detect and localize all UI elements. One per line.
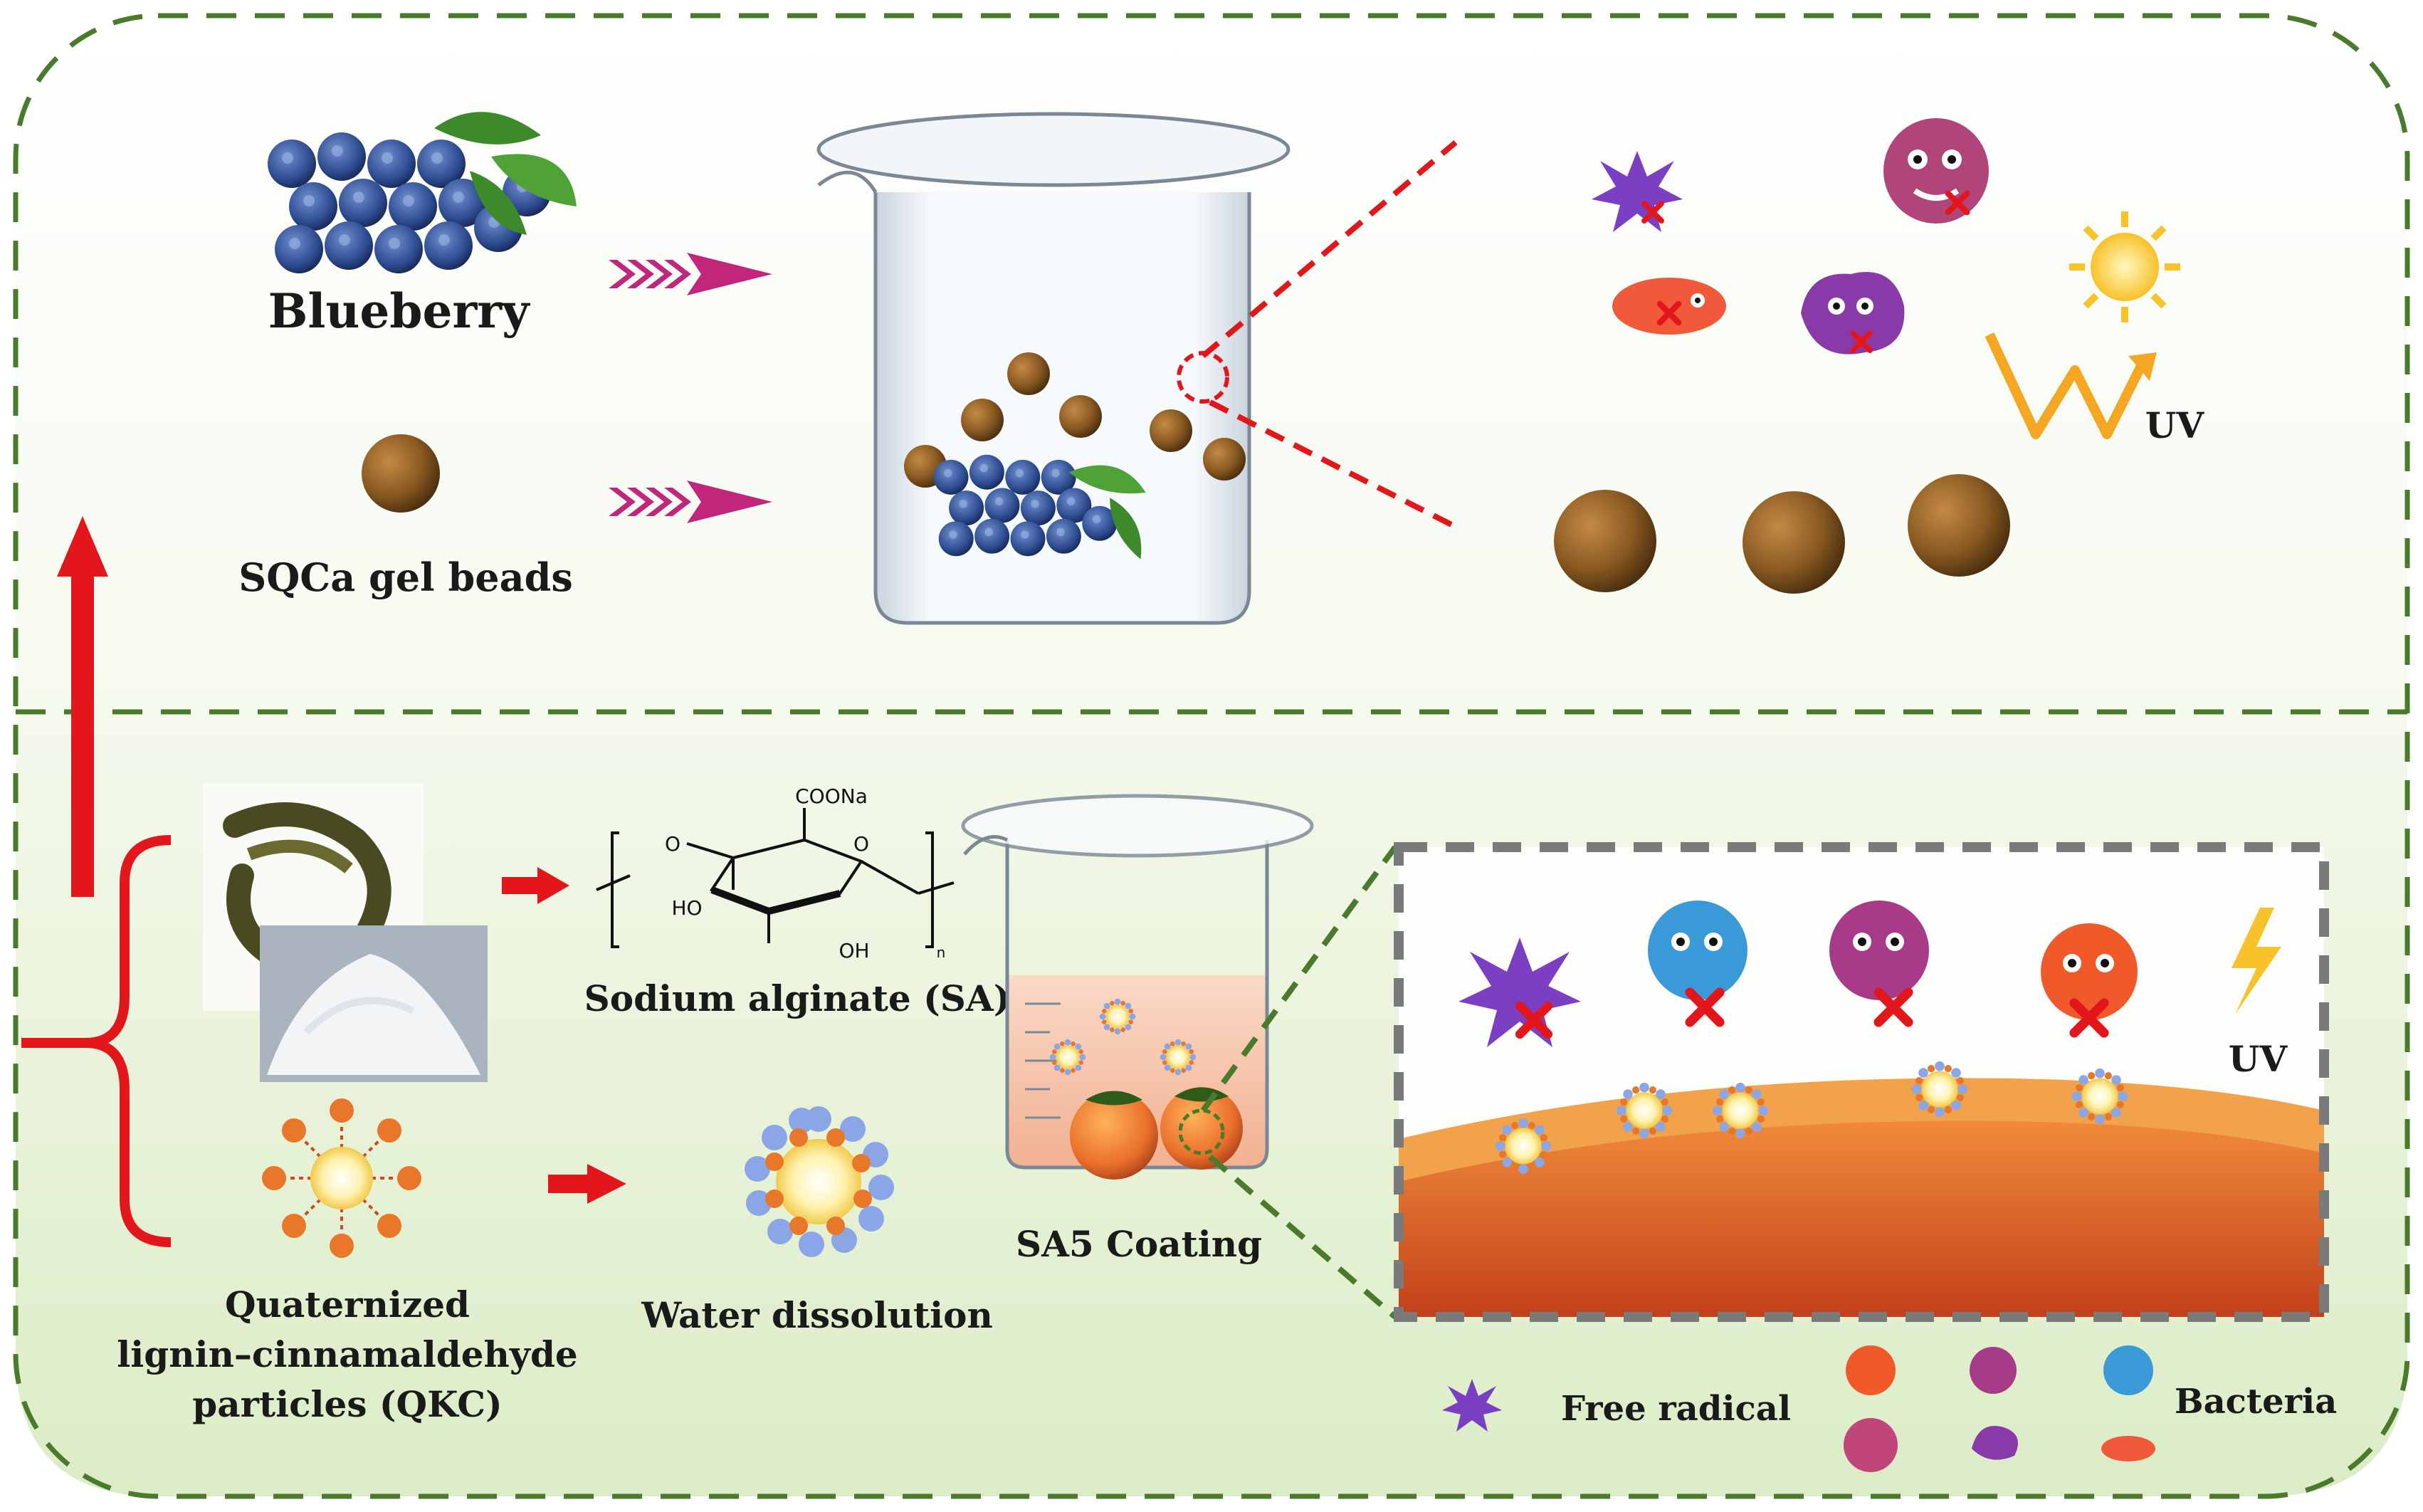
sa5-coating-label: SA5 Coating [1016,1223,1262,1265]
beaker-bottom-icon [961,794,1314,1180]
qkc-label-line3: particles (QKC) [192,1383,502,1425]
large-beads [1554,474,2010,594]
coating-detail-panel: UV [1394,842,2329,1322]
bacteria-icon [1883,118,1989,224]
beaker-top-icon [816,112,1291,625]
pink-arrow-bottom [609,481,772,523]
gel-bead-icon [362,434,440,513]
chem-coona: COONa [795,784,868,808]
zoom-lines-bottom [1200,845,1398,1320]
bacteria-icon [2041,923,2138,1033]
sun-icon [2069,211,2180,322]
beads-label: SQCa gel beads [238,555,573,600]
water-dissolution-label: Water dissolution [641,1294,993,1336]
chem-o-ring: O [853,832,869,856]
red-arrow-sa [502,867,569,904]
left-bracket [21,835,172,1247]
free-radical-icon [1458,938,1581,1047]
chem-ho: HO [671,896,702,920]
legend: Free radical Bacteria [1442,1345,2337,1472]
qkc-label-line1: Quaternized [225,1283,470,1325]
chem-n: n [937,944,946,961]
sodium-alginate-structure [596,808,955,948]
powder-photo [260,925,488,1082]
legend-free-radical-icon [1442,1379,1502,1432]
blueberry-cluster-icon [268,112,577,273]
uv-top-label: UV [2145,404,2205,446]
persimmon-icon [1070,1091,1158,1180]
qkc-label-line2: lignin–cinnamaldehyde [117,1333,577,1375]
lightning-icon [2232,908,2281,1014]
free-radical-icon [1592,151,1683,232]
bacteria-icon [1648,901,1747,1022]
sodium-alginate-label: Sodium alginate (SA) [584,977,1011,1019]
bacteria-icon [1829,901,1929,1022]
water-dissolution-particle-icon [745,1106,894,1257]
persimmon-icon [1160,1087,1243,1170]
uv-bottom-label: UV [2229,1038,2288,1080]
pink-arrow-top [609,253,772,295]
legend-free-radical-label: Free radical [1561,1389,1791,1429]
uv-arrow-icon [1985,332,2157,439]
red-arrow-water [548,1164,626,1204]
qkc-particle-icon [262,1098,421,1258]
legend-bacteria-icons [1844,1345,2155,1472]
zoom-lines-top [1201,140,1458,530]
legend-bacteria-label: Bacteria [2175,1382,2337,1422]
blueberry-label: Blueberry [268,283,531,339]
bacteria-icon [1612,278,1726,335]
chem-o-link: O [665,832,680,856]
red-up-arrow [57,516,108,897]
bacteria-icon [1801,272,1905,355]
chem-oh: OH [839,939,869,962]
